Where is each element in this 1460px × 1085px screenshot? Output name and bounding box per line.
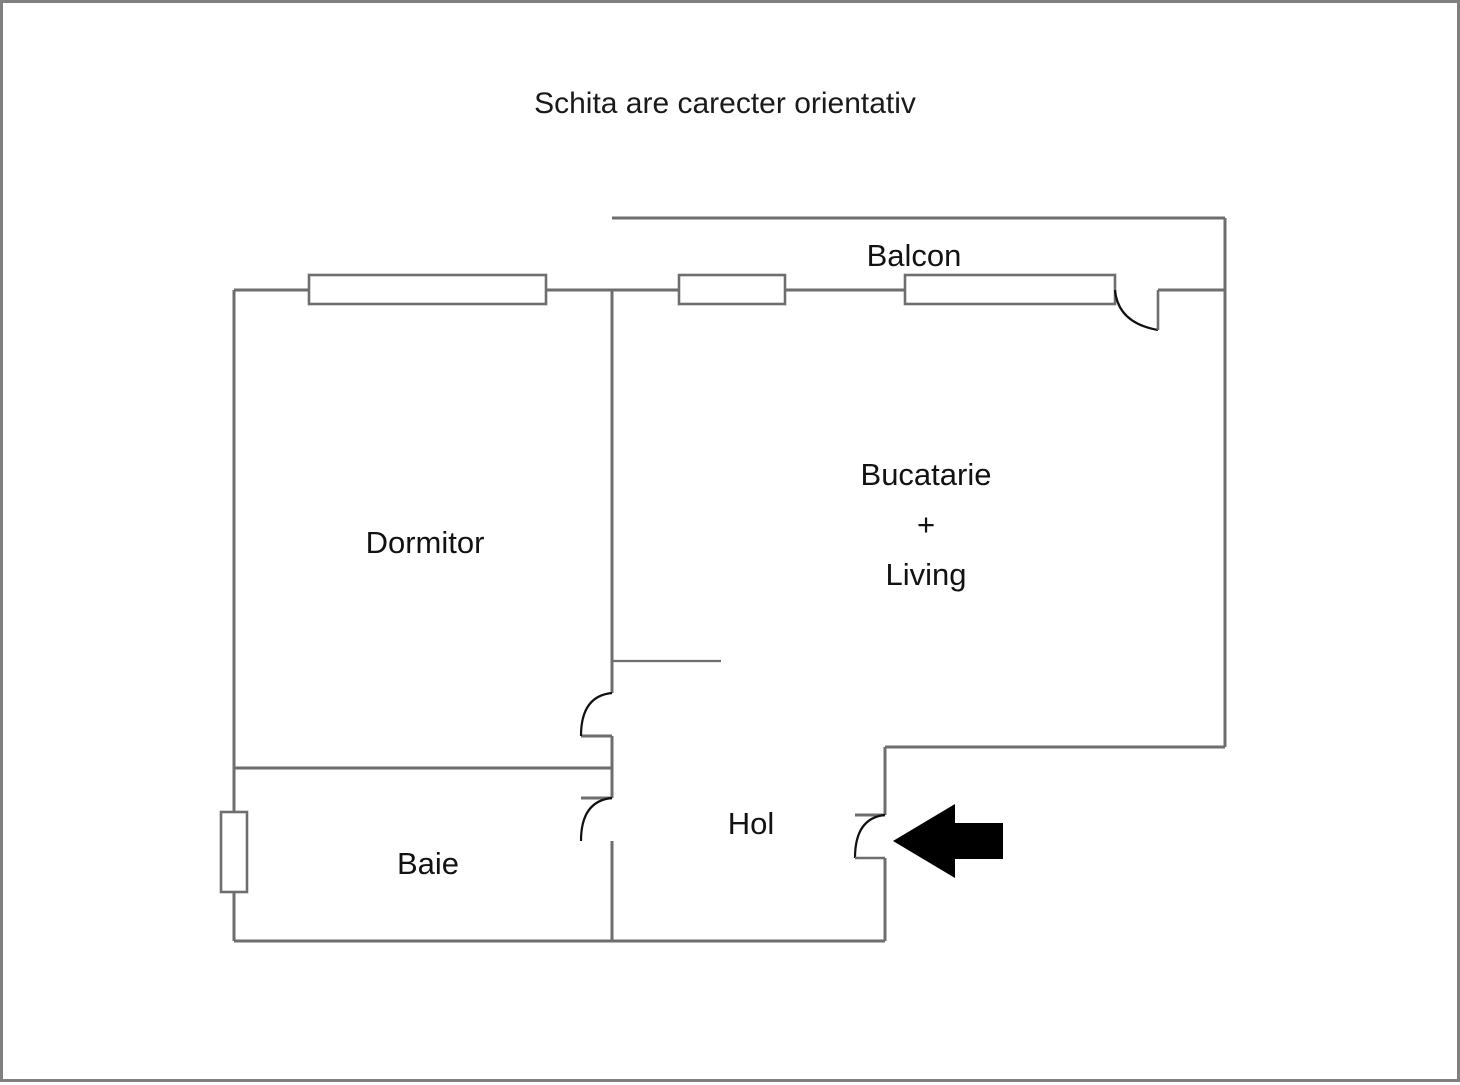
living-window-right [903,273,1117,306]
room-label-dormitor: Dormitor [366,525,485,560]
windows-group [219,273,1117,894]
baie-window [219,810,249,894]
dormitor-window [307,273,548,306]
room-label-plus: + [917,507,935,542]
room-label-bucatarie: Bucatarie [861,457,992,492]
balcony-door-arc[interactable] [1113,289,1159,332]
entrance-arrow [893,804,1003,878]
room-label-hol: Hol [728,806,775,841]
floor-plan-drawing: Schita are carecter orientativ [219,87,1227,943]
room-label-baie: Baie [397,846,459,881]
entrance-door-arc[interactable] [853,813,886,859]
baie-door-arc[interactable] [579,796,613,842]
dormitor-door-arc[interactable] [579,691,613,737]
living-window-left [677,273,787,306]
room-labels-group: Balcon Bucatarie + Living Dormitor Hol B… [366,238,992,881]
doors-group [579,289,1160,860]
page-title: Schita are carecter orientativ [534,87,916,120]
room-label-living: Living [886,557,967,592]
room-label-balcon: Balcon [867,238,962,273]
